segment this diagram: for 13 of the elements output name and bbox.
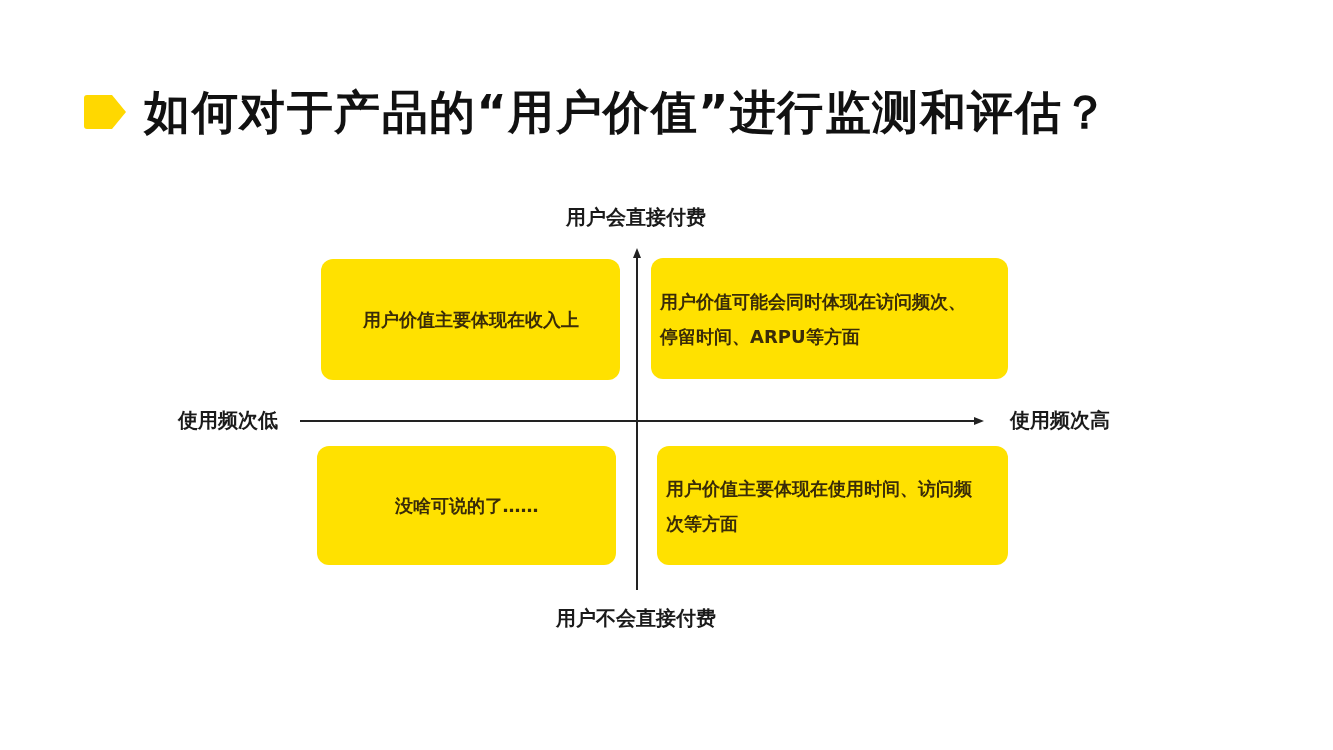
quadrant-box <box>651 258 1008 379</box>
quadrant-box <box>317 446 616 565</box>
page-title: 如何对于产品的“用户价值”进行监测和评估？ <box>144 84 1110 141</box>
quadrant-text: 用户价值可能会同时体现在访问频次、停留时间、ARPU等方面 <box>660 289 967 349</box>
axis-label: 使用频次高 <box>1010 407 1110 434</box>
quadrant-box <box>321 259 620 380</box>
quadrant-text: 用户价值主要体现在使用时间、访问频次等方面 <box>666 476 973 536</box>
quadrant-text: 用户价值主要体现在收入上 <box>362 308 579 332</box>
axis-label: 用户不会直接付费 <box>556 605 716 632</box>
axis-label: 用户会直接付费 <box>566 204 706 231</box>
quadrant-text: 没啥可说的了…… <box>394 494 539 518</box>
axis-label: 使用频次低 <box>178 407 278 434</box>
quadrant-box <box>657 446 1008 565</box>
